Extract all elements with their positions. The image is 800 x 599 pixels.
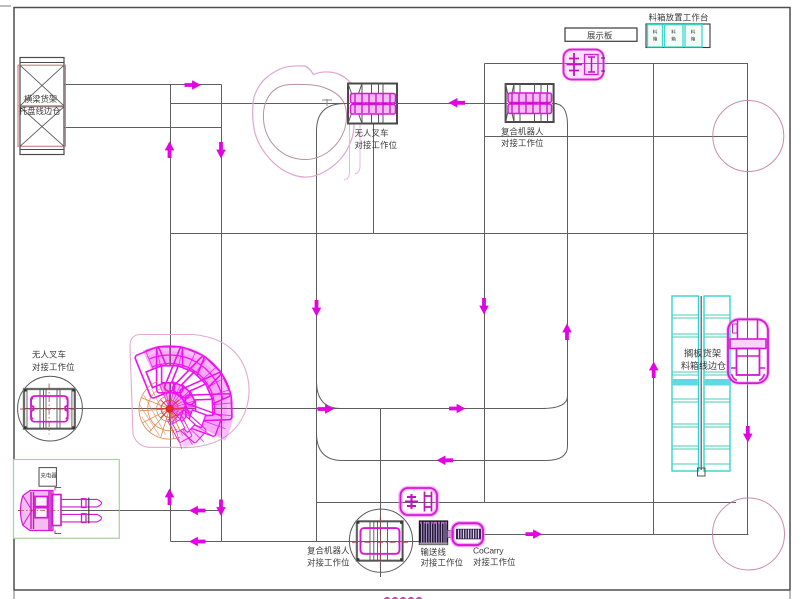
- svg-text:料: 料: [691, 29, 696, 36]
- svg-text:CoCarry: CoCarry: [473, 546, 504, 556]
- svg-text:托盘线边仓: 托盘线边仓: [19, 106, 61, 116]
- svg-text:料: 料: [671, 29, 676, 36]
- svg-text:箱: 箱: [691, 36, 696, 43]
- svg-text:搁板货架: 搁板货架: [684, 348, 721, 359]
- svg-text:箱: 箱: [653, 36, 658, 43]
- svg-text:对接工作位: 对接工作位: [307, 558, 350, 568]
- svg-text:对接工作位: 对接工作位: [473, 557, 516, 567]
- svg-text:无人叉车: 无人叉车: [355, 128, 389, 138]
- svg-text:展示板: 展示板: [587, 31, 613, 41]
- svg-text:充电器: 充电器: [41, 472, 58, 480]
- svg-text:对接工作位: 对接工作位: [421, 558, 464, 568]
- svg-text:对接工作位: 对接工作位: [501, 138, 544, 148]
- svg-text:复合机器人: 复合机器人: [501, 127, 544, 137]
- svg-text:料箱线边仓: 料箱线边仓: [681, 360, 726, 371]
- svg-text:料: 料: [653, 29, 658, 36]
- svg-text:箱: 箱: [671, 36, 676, 43]
- svg-text:料箱放置工作台: 料箱放置工作台: [649, 13, 709, 23]
- svg-text:对接工作位: 对接工作位: [355, 140, 398, 150]
- svg-text:输送线: 输送线: [421, 547, 447, 557]
- svg-text:复合机器人: 复合机器人: [307, 546, 350, 556]
- svg-text:横梁货架: 横梁货架: [24, 94, 57, 104]
- svg-text:对接工作位: 对接工作位: [32, 362, 75, 372]
- svg-text:无人叉车: 无人叉车: [32, 350, 66, 360]
